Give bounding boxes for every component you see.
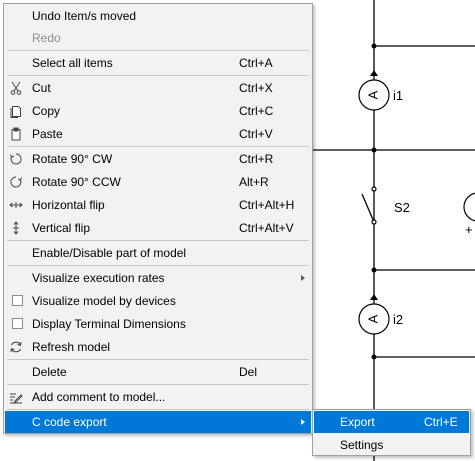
submenu-arrow-icon bbox=[301, 275, 305, 281]
menu-item-shortcut: Del bbox=[239, 365, 258, 379]
menu-item-display-terminal-dimensions[interactable]: Display Terminal Dimensions bbox=[5, 313, 311, 335]
menu-item-select-all[interactable]: Select all items Ctrl+A bbox=[5, 52, 311, 74]
junction-dot bbox=[371, 43, 377, 49]
copy-icon bbox=[9, 104, 23, 118]
menu-item-label: Copy bbox=[32, 104, 61, 118]
label-i1: i1 bbox=[393, 88, 403, 103]
menu-item-label: Horizontal flip bbox=[32, 198, 105, 212]
menu-item-label: Cut bbox=[32, 81, 51, 95]
junction-dot bbox=[371, 354, 377, 360]
vertical-flip-icon bbox=[9, 221, 23, 235]
menu-item-shortcut: Ctrl+X bbox=[239, 81, 273, 95]
menu-item-label: Undo Item/s moved bbox=[32, 9, 137, 23]
partial-component-symbol[interactable] bbox=[463, 192, 475, 222]
switch-terminal bbox=[371, 219, 377, 225]
menu-item-visualize-by-devices[interactable]: Visualize model by devices bbox=[5, 290, 311, 312]
menu-separator bbox=[7, 75, 309, 76]
add-comment-icon bbox=[9, 390, 23, 404]
menu-item-label: Visualize execution rates bbox=[32, 271, 165, 285]
menu-separator bbox=[7, 50, 309, 51]
label-i2: i2 bbox=[393, 312, 403, 327]
label-s2: S2 bbox=[394, 200, 410, 215]
junction-dot bbox=[371, 267, 377, 273]
refresh-icon bbox=[9, 340, 23, 354]
menu-item-shortcut: Alt+R bbox=[239, 175, 269, 189]
menu-item-label: Delete bbox=[32, 365, 67, 379]
clipboard-icon bbox=[9, 127, 23, 141]
menu-item-shortcut: Ctrl+V bbox=[239, 127, 273, 141]
menu-item-label: Rotate 90° CW bbox=[32, 152, 113, 166]
menu-item-shortcut: Ctrl+C bbox=[239, 104, 274, 118]
menu-item-label: C code export bbox=[32, 415, 107, 429]
switch-s2-blade[interactable] bbox=[361, 193, 375, 223]
menu-item-label: Add comment to model... bbox=[32, 390, 166, 404]
menu-item-label: Visualize model by devices bbox=[32, 294, 176, 308]
checkbox[interactable] bbox=[12, 295, 23, 306]
menu-item-label: Export bbox=[340, 415, 375, 429]
menu-item-shortcut: Ctrl+Alt+H bbox=[239, 198, 295, 212]
menu-separator bbox=[7, 409, 309, 410]
menu-item-label: Enable/Disable part of model bbox=[32, 246, 187, 260]
menu-separator bbox=[7, 240, 309, 241]
submenu-arrow-icon bbox=[301, 419, 305, 425]
menu-item-label: Rotate 90° CCW bbox=[32, 175, 121, 189]
submenu-item-export[interactable]: Export Ctrl+E bbox=[314, 411, 469, 433]
menu-item-label: Vertical flip bbox=[32, 221, 91, 235]
menu-item-label: Paste bbox=[32, 127, 63, 141]
current-arrow-icon bbox=[370, 70, 378, 76]
menu-item-paste[interactable]: Paste Ctrl+V bbox=[5, 123, 311, 145]
menu-item-copy[interactable]: Copy Ctrl+C bbox=[5, 100, 311, 122]
menu-item-label: Refresh model bbox=[32, 340, 111, 354]
ammeter-i1-symbol[interactable] bbox=[358, 79, 390, 111]
menu-item-label: Redo bbox=[32, 31, 61, 45]
ammeter-i2-symbol[interactable] bbox=[358, 303, 390, 335]
menu-item-vertical-flip[interactable]: Vertical flip Ctrl+Alt+V bbox=[5, 217, 311, 239]
menu-item-label: Display Terminal Dimensions bbox=[32, 317, 186, 331]
menu-item-rotate-cw[interactable]: Rotate 90° CW Ctrl+R bbox=[5, 148, 311, 170]
menu-item-redo[interactable]: Redo bbox=[5, 27, 311, 49]
scissors-icon bbox=[9, 81, 23, 95]
rotate-cw-icon bbox=[9, 152, 23, 166]
c-code-export-submenu: Export Ctrl+E Settings bbox=[312, 409, 471, 456]
horizontal-flip-icon bbox=[9, 198, 23, 212]
menu-item-rotate-ccw[interactable]: Rotate 90° CCW Alt+R bbox=[5, 171, 311, 193]
menu-item-refresh-model[interactable]: Refresh model bbox=[5, 336, 311, 358]
context-menu: Undo Item/s moved Redo Select all items … bbox=[3, 3, 313, 434]
checkbox[interactable] bbox=[12, 318, 23, 329]
ammeter-i2-glyph: A bbox=[365, 314, 380, 323]
submenu-item-settings[interactable]: Settings bbox=[314, 434, 469, 456]
menu-separator bbox=[7, 265, 309, 266]
menu-item-c-code-export[interactable]: C code export bbox=[5, 411, 311, 433]
junction-dot bbox=[371, 147, 377, 153]
ammeter-i1-glyph: A bbox=[365, 90, 380, 99]
menu-item-enable-disable[interactable]: Enable/Disable part of model bbox=[5, 242, 311, 264]
menu-item-shortcut: Ctrl+A bbox=[239, 56, 273, 70]
menu-item-undo[interactable]: Undo Item/s moved bbox=[5, 5, 311, 27]
menu-item-label: Settings bbox=[340, 438, 384, 452]
partial-plus-sign: + bbox=[465, 222, 473, 237]
menu-separator bbox=[7, 384, 309, 385]
menu-item-delete[interactable]: Delete Del bbox=[5, 361, 311, 383]
menu-item-add-comment[interactable]: Add comment to model... bbox=[5, 386, 311, 408]
menu-item-shortcut: Ctrl+Alt+V bbox=[239, 221, 294, 235]
menu-item-shortcut: Ctrl+R bbox=[239, 152, 274, 166]
menu-item-horizontal-flip[interactable]: Horizontal flip Ctrl+Alt+H bbox=[5, 194, 311, 216]
menu-separator bbox=[7, 359, 309, 360]
menu-item-shortcut: Ctrl+E bbox=[424, 415, 458, 429]
rotate-ccw-icon bbox=[9, 175, 23, 189]
menu-item-cut[interactable]: Cut Ctrl+X bbox=[5, 77, 311, 99]
current-arrow-icon bbox=[370, 294, 378, 300]
menu-separator bbox=[7, 146, 309, 147]
switch-terminal bbox=[371, 186, 377, 192]
menu-item-label: Select all items bbox=[32, 56, 113, 70]
menu-item-visualize-execution-rates[interactable]: Visualize execution rates bbox=[5, 267, 311, 289]
